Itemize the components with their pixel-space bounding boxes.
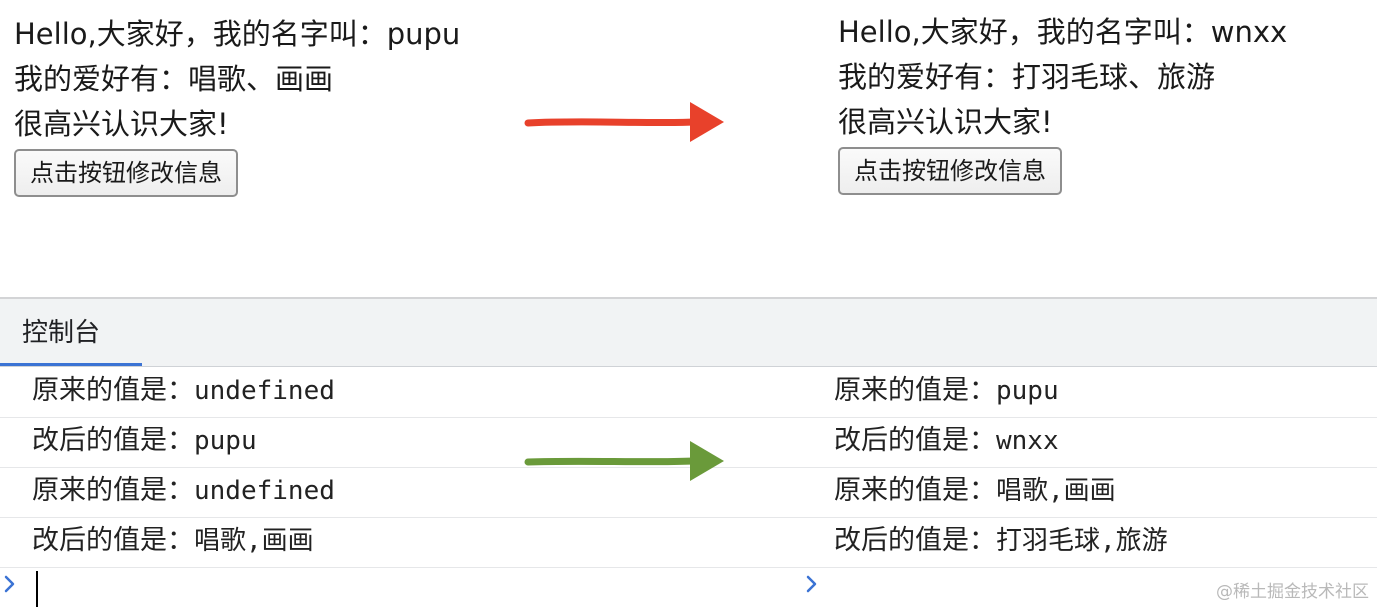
greeting-text: Hello,大家好，我的名字叫：wnxx	[838, 15, 1288, 49]
console-input-caret[interactable]	[36, 571, 38, 607]
console-input[interactable]	[806, 563, 1206, 608]
log-entry: 改后的值是：唱歌,画画	[32, 517, 314, 567]
modify-info-button[interactable]: 点击按钮修改信息	[838, 147, 1062, 195]
log-label: 改后的值是：	[834, 525, 996, 556]
log-value: pupu	[996, 376, 1059, 406]
log-label: 原来的值是：	[32, 475, 194, 506]
tab-console[interactable]: 控制台	[0, 299, 142, 366]
log-entry: 原来的值是：undefined	[32, 467, 335, 517]
devtools-tabbar: 控制台	[0, 299, 1377, 367]
log-value: 打羽毛球,旅游	[996, 526, 1168, 556]
log-label: 改后的值是：	[32, 525, 194, 556]
closing-text: 很高兴认识大家!	[14, 107, 229, 141]
log-value: undefined	[194, 476, 335, 506]
hobbies-text: 我的爱好有：唱歌、画画	[14, 62, 334, 96]
log-value: wnxx	[996, 426, 1059, 456]
chevron-right-icon	[4, 575, 15, 593]
log-entry: 原来的值是：唱歌,画画	[834, 467, 1116, 517]
red-arrow-icon	[524, 102, 724, 142]
watermark: @稀土掘金技术社区	[1216, 582, 1369, 602]
log-value: 唱歌,画画	[194, 526, 314, 556]
log-value: 唱歌,画画	[996, 476, 1116, 506]
log-value: pupu	[194, 426, 257, 456]
green-arrow-icon	[524, 441, 724, 481]
preview-after: Hello,大家好，我的名字叫：wnxx 我的爱好有：打羽毛球、旅游 很高兴认识…	[838, 10, 1377, 195]
closing-text: 很高兴认识大家!	[838, 105, 1053, 139]
modify-info-button[interactable]: 点击按钮修改信息	[14, 149, 238, 197]
console-prompt-row	[0, 563, 1377, 608]
log-value: undefined	[194, 376, 335, 406]
log-label: 原来的值是：	[32, 375, 194, 406]
log-label: 原来的值是：	[834, 375, 996, 406]
preview-before: Hello,大家好，我的名字叫：pupu 我的爱好有：唱歌、画画 很高兴认识大家…	[14, 12, 574, 197]
console-row: 改后的值是：唱歌,画画 改后的值是：打羽毛球,旅游	[0, 517, 1377, 568]
greeting-text: Hello,大家好，我的名字叫：pupu	[14, 17, 461, 51]
console-row: 改后的值是：pupu 改后的值是：wnxx	[0, 417, 1377, 468]
log-entry: 改后的值是：pupu	[32, 417, 257, 467]
console-row: 原来的值是：undefined 原来的值是：唱歌,画画	[0, 467, 1377, 518]
log-entry: 改后的值是：打羽毛球,旅游	[834, 517, 1168, 567]
log-entry: 原来的值是：undefined	[32, 367, 335, 417]
log-label: 原来的值是：	[834, 475, 996, 506]
log-entry: 原来的值是：pupu	[834, 367, 1059, 417]
log-label: 改后的值是：	[32, 425, 194, 456]
console-row: 原来的值是：undefined 原来的值是：pupu	[0, 367, 1377, 418]
log-entry: 改后的值是：wnxx	[834, 417, 1059, 467]
hobbies-text: 我的爱好有：打羽毛球、旅游	[838, 60, 1216, 94]
chevron-right-icon	[806, 575, 817, 593]
log-label: 改后的值是：	[834, 425, 996, 456]
devtools-panel: 控制台 原来的值是：undefined 原来的值是：pupu 改后的值是：pup…	[0, 297, 1377, 608]
